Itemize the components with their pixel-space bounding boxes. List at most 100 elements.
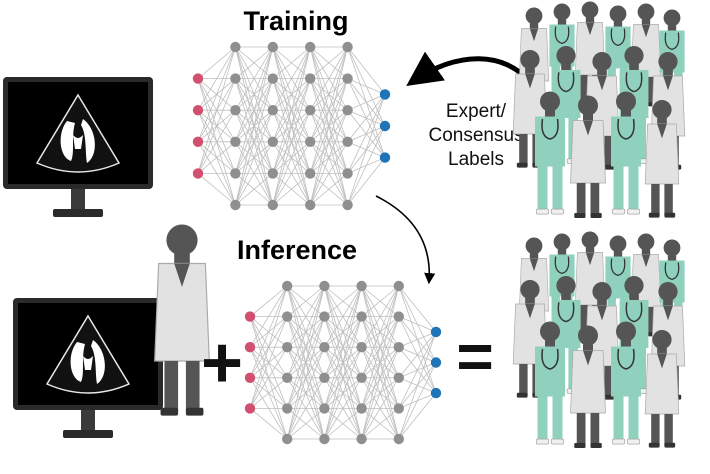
training-edge	[197, 173, 236, 206]
training-edge	[197, 78, 236, 174]
training-hidden-node	[342, 168, 353, 179]
inference-edge	[361, 347, 400, 440]
training-edge	[235, 141, 274, 206]
training-edge	[235, 173, 274, 206]
inference-edge	[249, 316, 288, 409]
training-hidden-node	[230, 105, 241, 116]
inference-edge	[361, 285, 400, 409]
inference-edge	[324, 285, 362, 378]
inference-edge	[324, 285, 362, 348]
inference-edge	[398, 316, 437, 333]
labels-note-line-2: Consensus	[428, 125, 523, 146]
inference-edge	[361, 408, 400, 440]
inference-edge	[286, 285, 325, 317]
inference-hidden-node	[393, 342, 404, 353]
training-title: Training	[243, 6, 348, 36]
training-input-node	[192, 73, 204, 84]
inference-edge	[249, 285, 288, 348]
labels-to-training-arrow	[406, 51, 532, 86]
training-hidden-node	[342, 41, 353, 53]
inference-edge	[361, 377, 400, 440]
training-hidden-node	[230, 136, 241, 147]
inference-hidden-node	[319, 311, 330, 322]
inference-hidden-node	[356, 372, 367, 383]
training-output-node	[379, 152, 391, 163]
inference-input-node	[244, 403, 256, 414]
training-edge	[309, 46, 348, 79]
inference-edge	[398, 285, 437, 333]
inference-edge	[324, 408, 362, 440]
training-edge	[235, 46, 274, 174]
training-edge	[309, 46, 348, 206]
training-hidden-node	[230, 199, 241, 211]
training-edge	[235, 110, 274, 206]
training-hidden-node	[342, 105, 353, 116]
training-edge	[347, 94, 386, 111]
inference-hidden-node	[356, 311, 367, 322]
training-hidden-node	[342, 199, 353, 211]
inference-input-node	[244, 342, 256, 353]
training-edge	[309, 110, 348, 206]
inference-hidden-node	[319, 342, 330, 353]
training-hidden-node	[230, 73, 241, 84]
inference-output-node	[430, 326, 442, 338]
inference-edge	[324, 347, 362, 440]
training-edge	[309, 46, 348, 111]
inference-input-node	[244, 311, 256, 322]
inference-edge	[398, 392, 437, 440]
training-edge	[272, 110, 311, 206]
inference-hidden-node	[282, 433, 293, 445]
inference-edge	[324, 285, 362, 409]
inference-edge	[286, 316, 325, 440]
training-edge	[272, 46, 311, 142]
inference-edge	[324, 316, 362, 440]
inference-edge	[286, 285, 325, 348]
training-hidden-node	[305, 199, 316, 211]
inference-edge	[398, 331, 437, 348]
inference-input-node	[244, 372, 256, 383]
inference-hidden-node	[282, 403, 293, 414]
training-edge	[347, 78, 386, 95]
training-expert-crowd	[513, 2, 685, 219]
training-edge	[197, 46, 236, 79]
training-to-inference-arrow	[375, 195, 436, 285]
training-edge	[235, 46, 274, 142]
training-edge	[272, 173, 311, 206]
training-edge	[272, 46, 311, 79]
training-output-node	[379, 89, 391, 100]
inference-output-node	[430, 357, 442, 368]
training-edge	[235, 78, 274, 206]
inference-edge	[361, 285, 400, 317]
training-edge	[347, 125, 386, 206]
training-hidden-node	[342, 73, 353, 84]
training-edge	[309, 46, 348, 142]
inference-hidden-node	[282, 280, 293, 292]
plus-symbol: +	[201, 323, 243, 403]
inference-hidden-node	[356, 403, 367, 414]
inference-hidden-node	[319, 372, 330, 383]
training-edge	[309, 46, 348, 174]
inference-hidden-node	[356, 433, 367, 445]
inference-edge	[286, 347, 325, 440]
training-hidden-node	[305, 105, 316, 116]
inference-edge	[398, 331, 437, 379]
inference-edge	[324, 285, 362, 317]
inference-hidden-node	[319, 280, 330, 292]
inference-hidden-node	[319, 403, 330, 414]
training-hidden-node	[305, 168, 316, 179]
equals-symbol: =	[456, 320, 493, 392]
training-edge	[197, 109, 236, 174]
training-input-node	[192, 136, 204, 147]
training-edge	[197, 141, 236, 174]
training-hidden-node	[305, 41, 316, 53]
inference-edge	[361, 285, 400, 440]
training-edge	[272, 46, 311, 206]
inference-edge	[324, 377, 362, 440]
inference-hidden-node	[393, 311, 404, 322]
training-hidden-node	[230, 41, 241, 53]
inference-neural-network	[244, 280, 442, 445]
inference-expert-crowd	[513, 232, 685, 449]
training-hidden-node	[267, 136, 278, 147]
inference-edge	[286, 285, 325, 378]
inference-hidden-node	[282, 342, 293, 353]
